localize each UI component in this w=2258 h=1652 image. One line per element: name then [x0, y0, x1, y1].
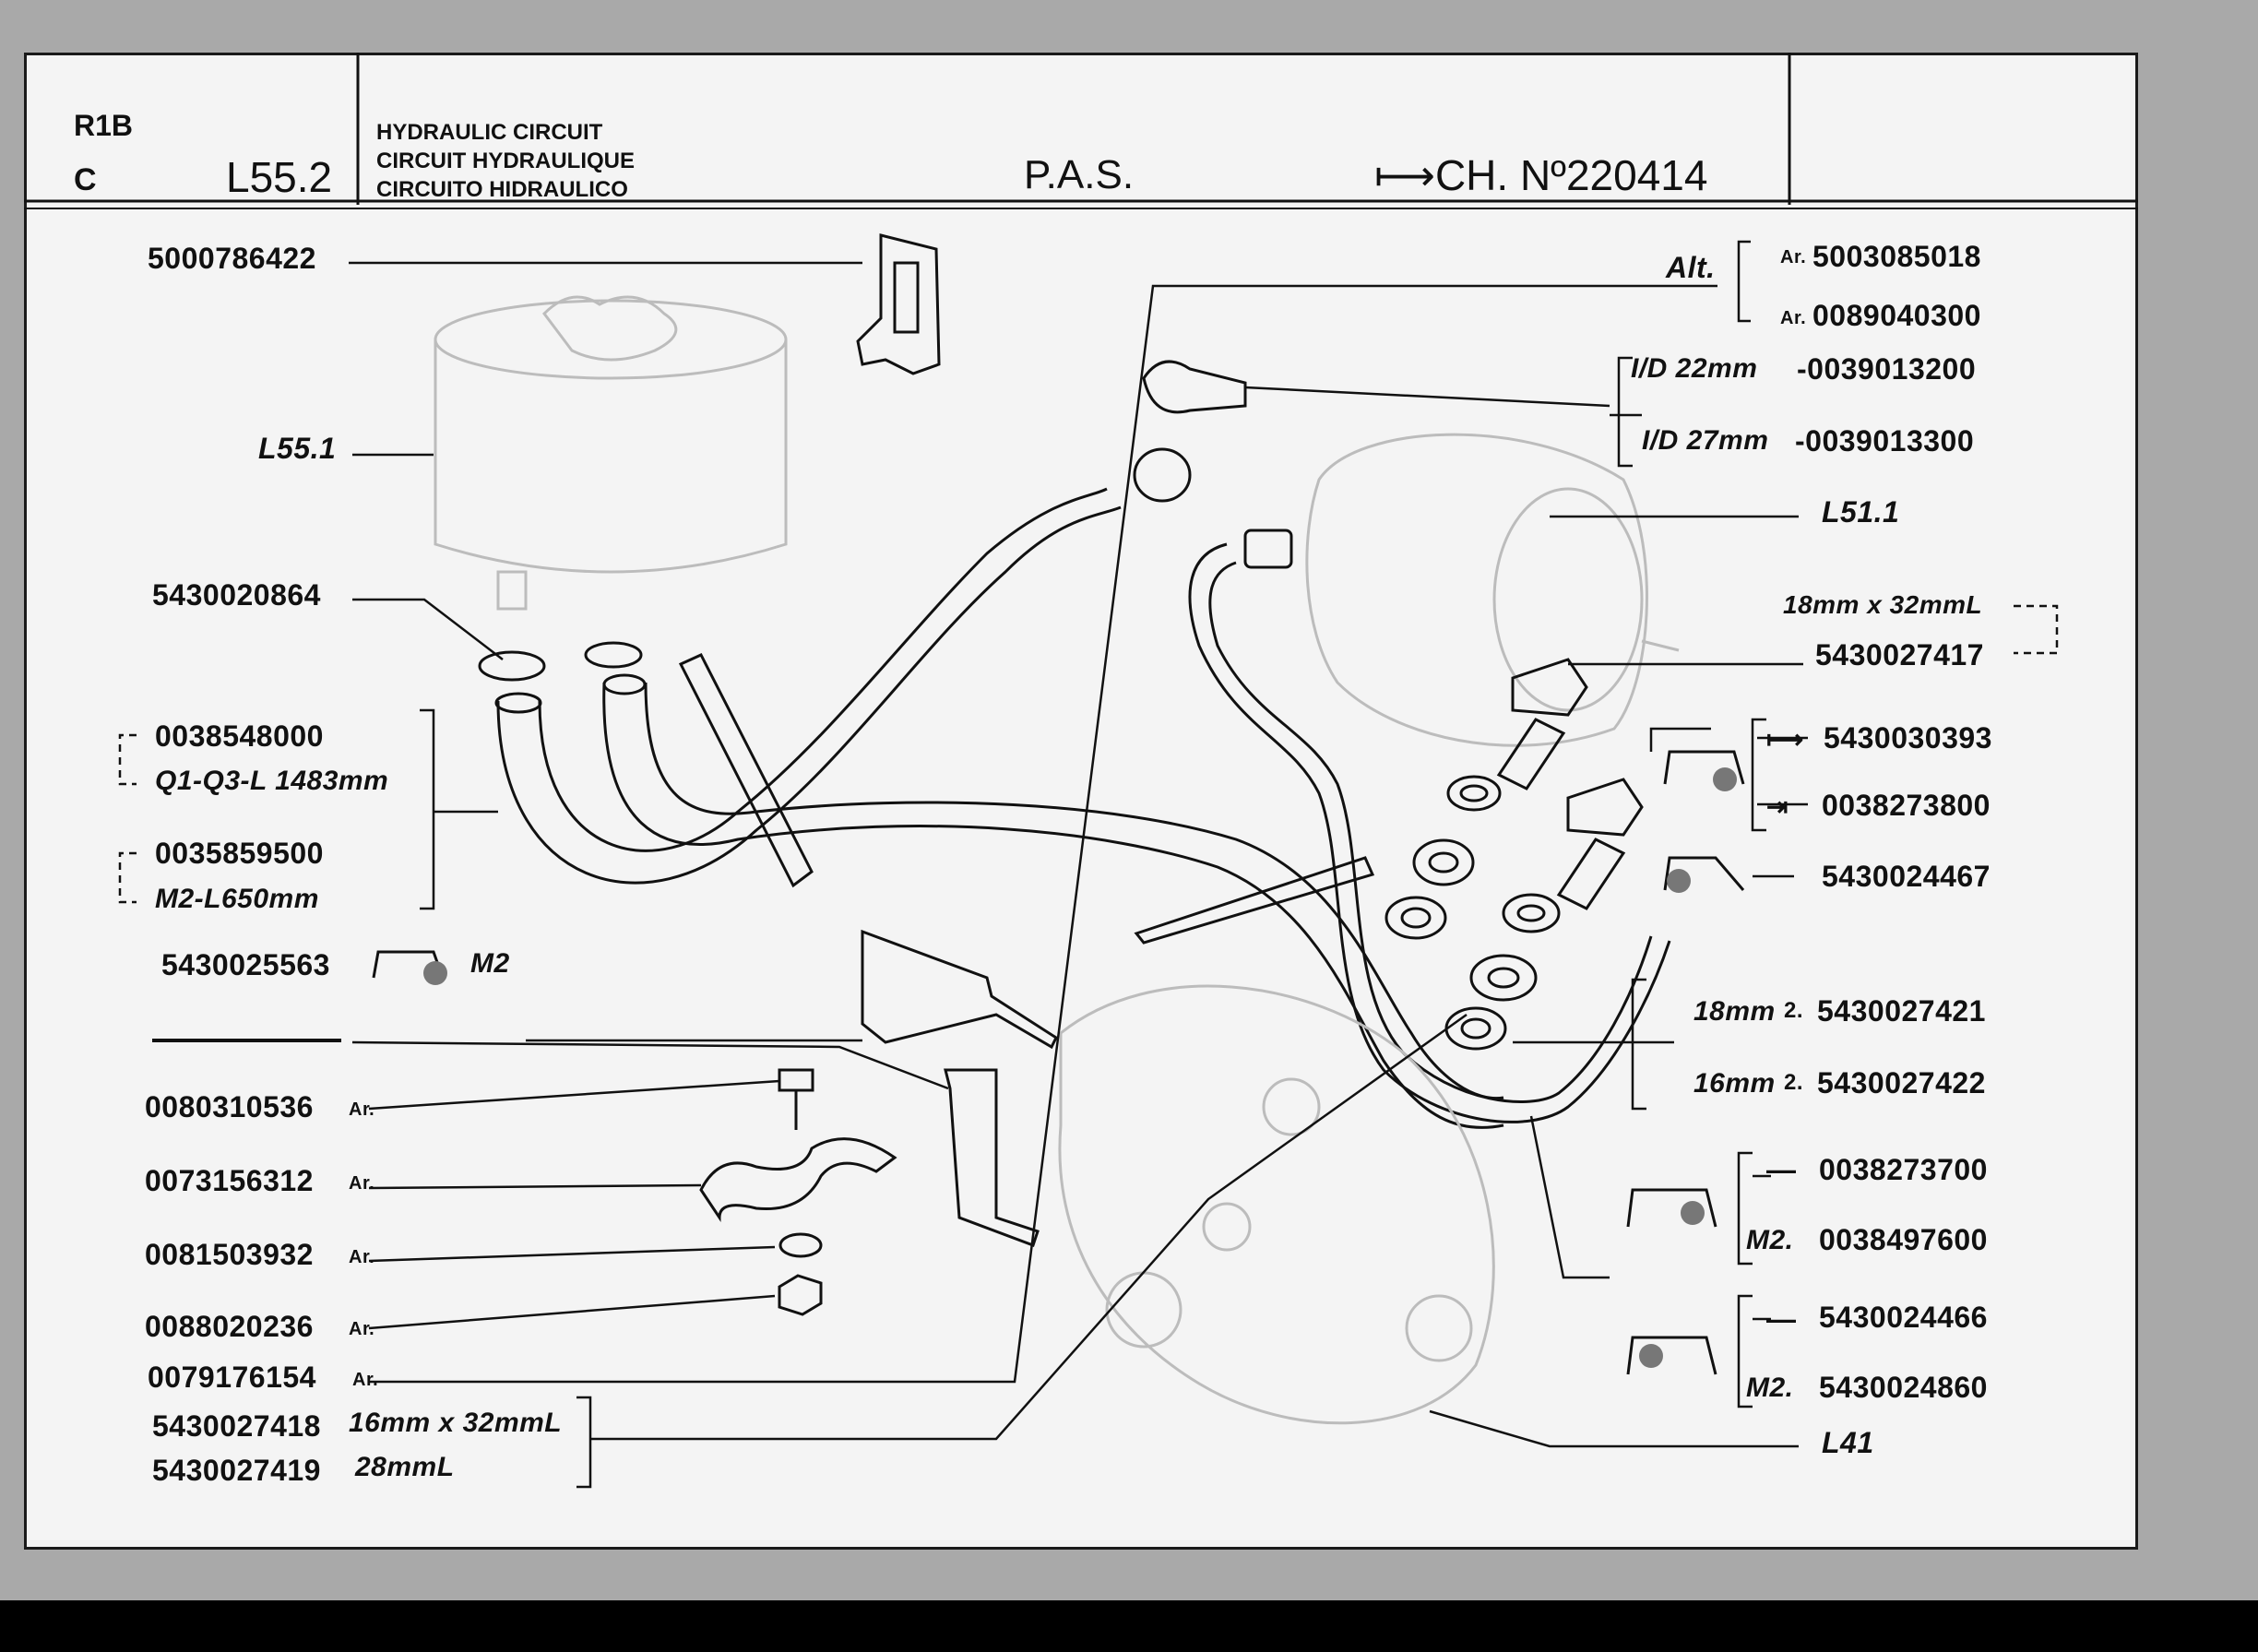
part-spec: I/D 27mm — [1642, 425, 1769, 456]
dash-marker: — — [1766, 1302, 1797, 1336]
part-number: 0081503932 — [145, 1238, 314, 1271]
mounting-bracket — [861, 929, 1058, 1050]
part-number: 5430027418 — [152, 1409, 321, 1443]
steering-box-drawing — [1058, 984, 1495, 1425]
title-en: HYDRAULIC CIRCUIT — [376, 120, 603, 145]
part-number: 0089040300 — [1812, 299, 1981, 332]
tie-wraps — [678, 653, 1375, 945]
pump-drawing — [1305, 433, 1680, 747]
part-spec: Q1-Q3-L 1483mm — [155, 766, 389, 796]
ar-marker: Ar. — [352, 1370, 379, 1390]
variant-label: M2. — [1746, 1373, 1794, 1403]
part-number: 0038497600 — [1819, 1223, 1988, 1256]
reference-label: L55.1 — [258, 432, 337, 465]
part-spec: 16mm — [1694, 1068, 1776, 1099]
quantity: 2. — [1784, 998, 1804, 1023]
banjo-bolts — [1496, 658, 1644, 910]
part-spec: M2-L650mm — [155, 884, 319, 914]
part-number: 5430027421 — [1817, 994, 1986, 1028]
part-number: 5430024467 — [1822, 860, 1991, 893]
scan-border — [0, 1600, 2258, 1652]
ar-marker: Ar. — [349, 1173, 375, 1194]
ar-marker: Ar. — [349, 1099, 375, 1120]
title-fr: CIRCUIT HYDRAULIQUE — [376, 149, 635, 173]
part-number: 0073156312 — [145, 1164, 314, 1197]
dash-marker: — — [1766, 1153, 1797, 1186]
pressure-pipe — [1188, 529, 1671, 1123]
part-number: 5430024466 — [1819, 1301, 1988, 1334]
part-spec: 28mmL — [355, 1452, 455, 1482]
part-number: 5430027422 — [1817, 1066, 1986, 1099]
part-number: 0088020236 — [145, 1310, 314, 1343]
variant-label: M2. — [1746, 1225, 1794, 1255]
arrow-icon: ⇥ — [1766, 792, 1789, 821]
part-number: 0038273800 — [1822, 789, 1991, 822]
part-number: 5430027419 — [152, 1454, 321, 1487]
hose-clips — [478, 360, 1247, 682]
strap-hardware — [699, 1068, 1040, 1316]
hose-bracket-drawing — [856, 233, 941, 375]
group-braces — [118, 240, 2059, 1489]
part-number: 5430025563 — [161, 948, 330, 981]
ar-marker: Ar. — [1780, 247, 1807, 267]
clip-icons — [372, 750, 1745, 1375]
part-number: 0038273700 — [1819, 1153, 1988, 1186]
reference-label: L41 — [1822, 1426, 1874, 1459]
model-code: R1B — [74, 109, 134, 142]
ar-marker: Ar. — [349, 1319, 375, 1339]
page-code: L55.2 — [226, 153, 333, 201]
part-number: -0039013200 — [1797, 352, 1977, 386]
part-number: 5003085018 — [1812, 240, 1981, 273]
part-number: -0039013300 — [1795, 424, 1975, 458]
part-number: 5000786422 — [148, 242, 316, 275]
chassis-number: ⟼CH. Nº220414 — [1374, 151, 1708, 199]
part-spec: 18mm — [1694, 996, 1776, 1027]
quantity: 2. — [1784, 1070, 1804, 1095]
variant-label: M2 — [470, 948, 510, 979]
sealing-washers — [1385, 775, 1561, 1051]
catalog-sheet — [24, 53, 2138, 1550]
part-number: 5430030393 — [1824, 721, 1992, 755]
part-number: 0080310536 — [145, 1090, 314, 1123]
part-spec: 18mm x 32mmL — [1783, 590, 1983, 619]
part-number: 5430020864 — [152, 578, 321, 612]
return-hose — [494, 487, 1122, 885]
leader-lines — [152, 261, 1803, 1448]
feed-hose — [602, 673, 1504, 1129]
part-spec: 16mm x 32mmL — [349, 1408, 563, 1438]
alt-label: Alt. — [1666, 251, 1716, 284]
ar-marker: Ar. — [1780, 308, 1807, 328]
part-number: 0035859500 — [155, 837, 324, 870]
arrow-icon: ⟼ — [1766, 725, 1804, 754]
part-number: 0038548000 — [155, 719, 324, 753]
ar-marker: Ar. — [349, 1247, 375, 1267]
part-number: 5430027417 — [1815, 638, 1984, 671]
system-label: P.A.S. — [1024, 152, 1135, 197]
part-spec: I/D 22mm — [1631, 353, 1758, 384]
title-es: CIRCUITO HIDRAULICO — [376, 177, 628, 202]
part-number: 5430024860 — [1819, 1371, 1988, 1404]
part-number: 0079176154 — [148, 1361, 316, 1394]
reservoir-drawing — [434, 295, 788, 611]
reference-label: L51.1 — [1822, 495, 1900, 529]
model-variant: C — [74, 162, 97, 197]
